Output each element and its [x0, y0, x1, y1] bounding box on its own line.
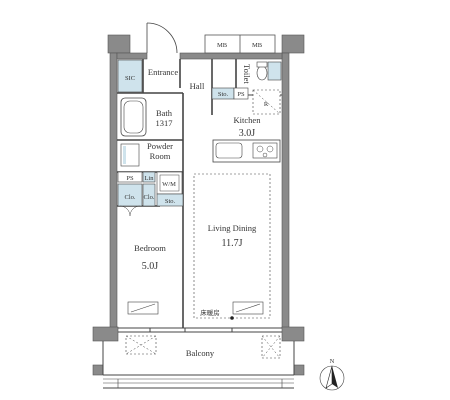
compass-north-label: N	[330, 358, 335, 365]
floor-heating-label: 床暖房	[200, 308, 220, 317]
hall-sto-label: Sto.	[218, 91, 229, 98]
mb-label-2: MB	[252, 42, 263, 49]
bottom-sash	[118, 327, 282, 333]
closet-2-label: Clo.	[143, 194, 154, 201]
bathtub-icon	[120, 97, 147, 137]
bedroom-size: 5.0J	[142, 261, 159, 272]
exterior-walls	[92, 34, 305, 376]
bedroom-sto-label: Sto.	[165, 198, 176, 205]
kitchen-label: Kitchen	[234, 115, 262, 125]
meter-box-area: MB MB	[204, 34, 276, 54]
toilet-shelf	[267, 61, 282, 81]
sic-closet: SIC	[117, 59, 143, 93]
entrance-label: Entrance	[148, 67, 178, 77]
hall-label: Hall	[190, 81, 205, 91]
compass-arrow-icon	[332, 366, 338, 388]
living-dining-room: Living Dining 11.7J 床暖房	[193, 173, 271, 320]
powder-room-label-1: Powder	[147, 141, 173, 151]
balcony: Balcony	[102, 335, 295, 389]
refrigerator-label: R	[264, 101, 269, 108]
floor-heating-marker	[230, 316, 234, 320]
toilet-bowl-icon	[256, 65, 268, 81]
wm-label: W/M	[162, 181, 176, 188]
north-compass: N	[319, 358, 345, 391]
kitchen-size: 3.0J	[239, 128, 256, 139]
refrigerator: R	[252, 89, 281, 115]
hall-ps-label: PS	[237, 91, 245, 98]
sink-icon	[215, 142, 243, 159]
living-dining-label: Living Dining	[208, 223, 257, 233]
bath-label: Bath	[156, 108, 173, 118]
mb-label-1: MB	[217, 42, 228, 49]
bathroom: Bath 1317	[120, 97, 173, 137]
kitchen-counter	[212, 139, 281, 163]
bath-size: 1317	[156, 118, 173, 128]
utility-area: PS Lin W/M	[117, 171, 183, 195]
toilet-label: Toilet	[242, 64, 252, 84]
powder-room-label-2: Room	[150, 151, 171, 161]
bedroom-closets: Clo. Clo. Sto.	[117, 183, 184, 217]
entrance-door[interactable]	[146, 22, 178, 54]
closet-1-label: Clo.	[124, 194, 135, 201]
lin-label: Lin	[144, 175, 154, 182]
stove-icon	[252, 142, 278, 159]
powder-room: Powder Room	[120, 141, 173, 167]
toilet-room: Toilet	[242, 61, 282, 84]
ps-left-label: PS	[126, 175, 134, 182]
hall-storage: Sto. PS	[211, 87, 249, 100]
living-dining-size: 11.7J	[221, 238, 242, 249]
bedroom: Bedroom 5.0J	[127, 243, 166, 315]
bedroom-label: Bedroom	[134, 243, 166, 253]
sic-label: SIC	[125, 75, 135, 82]
balcony-label: Balcony	[186, 348, 215, 358]
